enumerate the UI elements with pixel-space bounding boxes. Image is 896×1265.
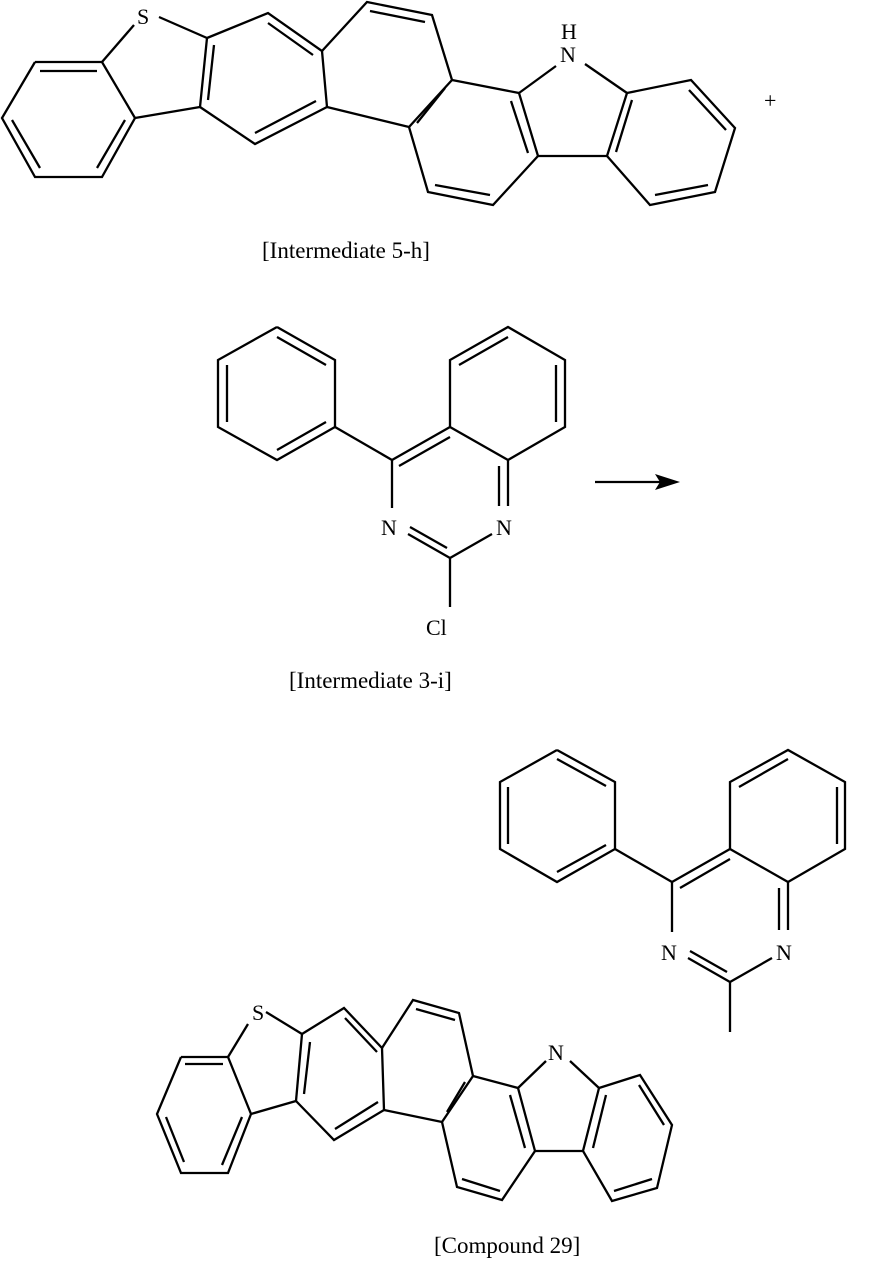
reaction-arrow [595,474,680,490]
nitrogen-atom-label: N [776,940,792,965]
nitrogen-atom-label: N [560,42,576,67]
nitrogen-atom-label: N [661,940,677,965]
sulfur-atom-label: S [137,4,149,29]
intermediate-3i-label: [Intermediate 3-i] [289,668,452,693]
nitrogen-atom-label: N [496,515,512,540]
intermediate-5h-label: [Intermediate 5-h] [262,238,430,263]
hydrogen-atom-label: H [561,19,577,44]
nitrogen-atom-label: N [381,515,397,540]
compound-29-bonds [155,748,847,1203]
intermediate-3i-bonds [216,325,567,607]
sulfur-atom-label: S [252,1000,264,1025]
nitrogen-atom-label: N [548,1040,564,1065]
chlorine-atom-label: Cl [426,615,447,640]
plus-sign: + [764,88,777,113]
intermediate-5h-bonds [0,0,737,207]
compound-29-label: [Compound 29] [434,1233,581,1258]
